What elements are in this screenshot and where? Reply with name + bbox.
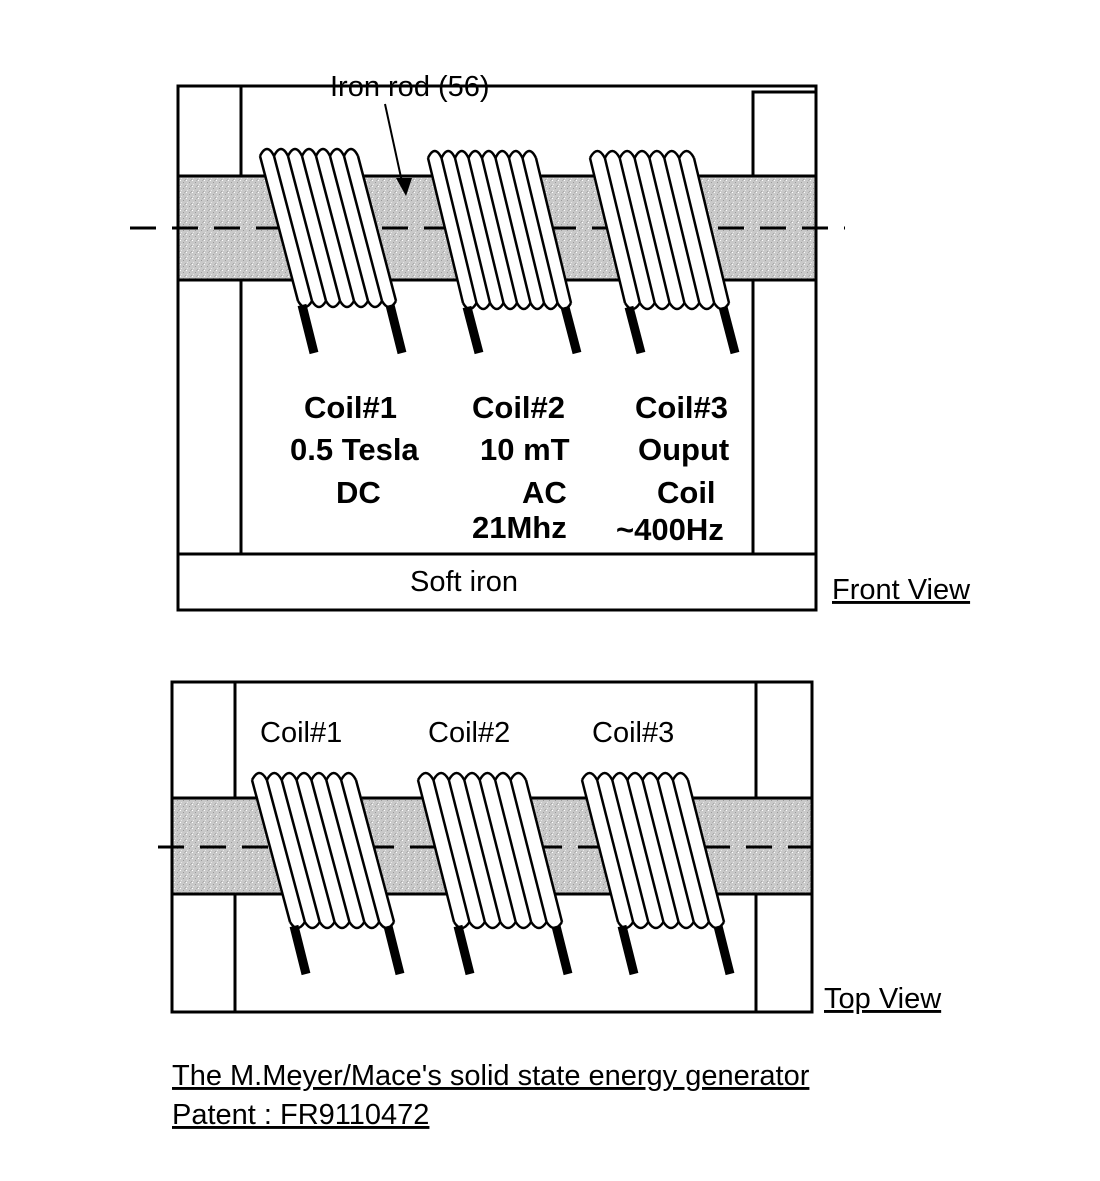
front-coil2-freq: 21Mhz [472, 510, 567, 545]
front-coil2-name: Coil#2 [472, 390, 565, 425]
top-view-label: Top View [824, 983, 942, 1015]
top-coil-1 [250, 771, 405, 976]
rod-leader-line [384, 103, 403, 183]
front-coil-3 [588, 149, 740, 355]
front-left-post [176, 84, 243, 556]
front-coil2-field: 10 mT [480, 432, 570, 467]
front-right-post [751, 90, 818, 556]
front-coil-2 [426, 149, 582, 355]
top-coil-3 [580, 771, 735, 976]
top-coils [250, 771, 735, 976]
front-view-label: Front View [832, 574, 971, 606]
soft-iron-label: Soft iron [410, 566, 518, 598]
top-coil2-name: Coil#2 [428, 717, 510, 749]
front-coil-1 [258, 147, 407, 355]
front-coil3-type: Coil [657, 475, 716, 510]
rod-leader-arrowhead [396, 178, 412, 196]
top-view: Coil#1 Coil#2 Coil#3 Top View [158, 680, 942, 1015]
caption-patent: Patent : FR9110472 [172, 1099, 429, 1131]
top-coil1-name: Coil#1 [260, 717, 342, 749]
front-coil1-field: 0.5 Tesla [290, 432, 419, 467]
front-coil2-type: AC [522, 475, 567, 510]
front-coil1-name: Coil#1 [304, 390, 397, 425]
front-coil3-name: Coil#3 [635, 390, 728, 425]
front-coil3-role: Ouput [638, 432, 729, 467]
rod-label: Iron rod (56) [330, 71, 490, 103]
caption-title: The M.Meyer/Mace's solid state energy ge… [172, 1060, 810, 1092]
front-coils [258, 147, 740, 355]
caption: The M.Meyer/Mace's solid state energy ge… [172, 1060, 810, 1131]
top-coil3-name: Coil#3 [592, 717, 674, 749]
front-coil3-freq: ~400Hz [616, 512, 724, 547]
soft-iron-base [176, 552, 818, 612]
front-view: Iron rod (56) Coil#1 0.5 Tesla DC Coil#2… [130, 71, 971, 612]
front-coil1-type: DC [336, 475, 381, 510]
top-coil-2 [416, 771, 573, 976]
